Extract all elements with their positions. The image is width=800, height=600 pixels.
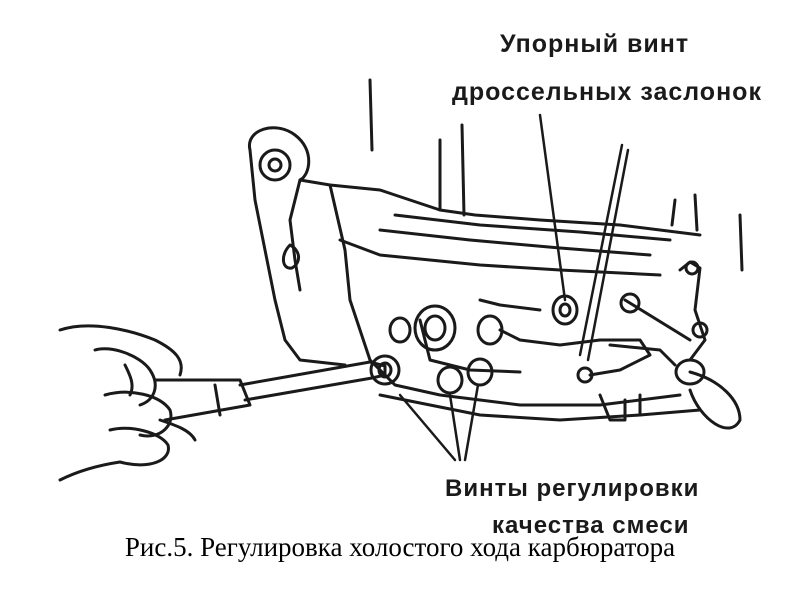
- mixture-screws: [369, 354, 494, 395]
- throttle-screw-label-line2: дроссельных заслонок: [452, 78, 762, 106]
- figure-caption: Рис.5. Регулировка холостого хода карбюр…: [124, 532, 676, 562]
- throttle-screw-label-line1: Упорный винт: [500, 30, 689, 58]
- mixture-screws-label-line2: качества смеси: [492, 512, 690, 539]
- leader-lines: [398, 113, 630, 462]
- mixture-screws-label-line1: Винты регулировки: [445, 475, 699, 502]
- screwdriver: [153, 360, 387, 422]
- carburetor-base: [368, 298, 702, 422]
- hand: [58, 324, 197, 482]
- carburetor-body: [248, 126, 702, 367]
- bosses: [388, 304, 504, 352]
- throttle-linkage: [576, 260, 742, 430]
- top-vertical-lines: [368, 78, 744, 272]
